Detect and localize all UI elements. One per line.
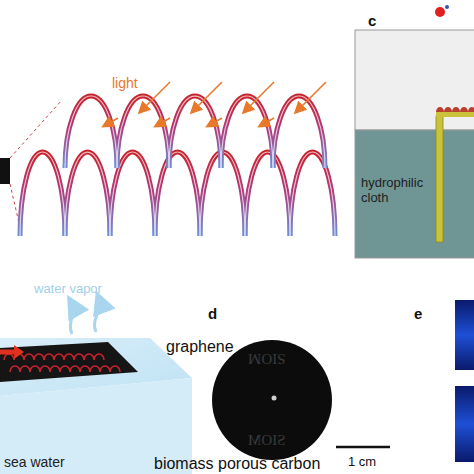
light-arrow [0, 350, 14, 355]
arc-pattern [4, 354, 120, 372]
light-arrow [14, 345, 24, 359]
panel-letter: e [414, 306, 422, 323]
air-region [355, 30, 474, 130]
water-region [355, 130, 474, 258]
carbon-disk [212, 340, 332, 460]
scale-label: 1 cm [348, 455, 376, 469]
absorber-plate [0, 342, 138, 382]
sun-symbol [445, 5, 449, 9]
water-region-box: hydrophilic cloth [355, 130, 435, 258]
material-label: graphene [166, 338, 234, 356]
material-label: biomass porous carbon [154, 455, 320, 473]
image-e [455, 386, 474, 462]
disk-text: SIOM [248, 432, 286, 449]
vapor-label: water vapor [34, 282, 102, 296]
image-e [455, 300, 474, 370]
node-label: hydrophilic cloth [361, 176, 431, 206]
panel-letter: d [208, 306, 217, 323]
disk-center [272, 396, 277, 401]
panel-letter: c [368, 13, 376, 30]
light-label: light [112, 76, 138, 91]
arc-array [65, 96, 325, 168]
sample-square [0, 158, 10, 184]
zoom-line [10, 100, 62, 158]
scale-bar [336, 446, 390, 449]
sun-symbol [435, 7, 445, 17]
absorber-sample [436, 107, 474, 112]
cloth-strip [436, 112, 474, 117]
cloth-strip [436, 116, 443, 242]
vapor-arrow [70, 296, 100, 334]
disk-text: SIOM [248, 350, 286, 367]
node-label: sea water [4, 454, 124, 470]
